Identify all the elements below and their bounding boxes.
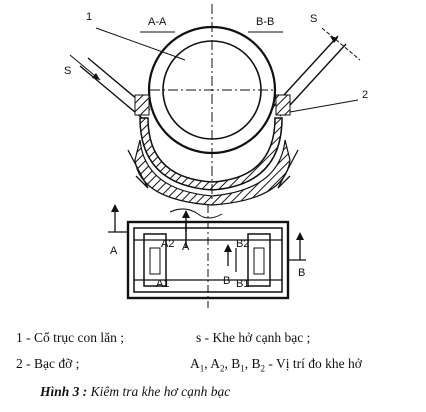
shell-end-left [134, 94, 150, 116]
caption-label: Hình 3 : [40, 384, 88, 399]
legend-sub-4: 2 [260, 363, 266, 374]
gap-label-left: S [64, 65, 71, 77]
arrowhead-a-left [111, 204, 119, 212]
break-mark [169, 208, 223, 219]
figure-caption: Hình 3 : Kiêm tra khe hơ cạnh bạc [40, 384, 230, 400]
left-insert-core [149, 247, 161, 275]
position-b2: B2 [236, 238, 249, 250]
arrowhead-b-mid [224, 244, 232, 252]
arrowhead-a-mid [182, 210, 190, 218]
legend-item-s: s - Khe hở cạnh bạc ; [196, 330, 311, 345]
caption-text: Kiêm tra khe hơ cạnh bạc [90, 384, 231, 399]
s-arrowhead-right [330, 36, 338, 43]
section-label-bb: B-B [256, 16, 274, 28]
s-arrow-right [321, 27, 361, 61]
legend-sub-2: 2 [220, 363, 225, 374]
housing-hatched [134, 139, 291, 206]
callout-2: 2 [362, 89, 368, 101]
arrow-label-b-left: B [223, 275, 230, 287]
plan-view: A A B B A2 A1 B2 B1 [108, 204, 306, 308]
gap-label-right: S [310, 13, 317, 25]
left-insert [143, 233, 167, 287]
position-a1: A1 [156, 278, 169, 290]
bearing-shell-hatched [139, 117, 283, 191]
arrow-label-b-right: B [298, 267, 305, 279]
legend-item-1: 1 - Cổ trục con lăn ; [16, 330, 124, 345]
section-label-aa: A-A [148, 16, 167, 28]
legend-positions-text: - Vị trí đo khe hở [268, 356, 362, 371]
legend-item-positions: A1, A2, B1, B2 - Vị trí đo khe hở [190, 356, 362, 374]
cross-section-view: 1 2 A-A B-B S S [64, 4, 368, 206]
callout-1: 1 [86, 11, 92, 23]
legend-item-2: 2 - Bạc đỡ ; [16, 356, 80, 371]
legend-sub-3: 1 [240, 363, 245, 374]
legend-positions-prefix: A [190, 356, 200, 371]
right-insert [247, 233, 271, 287]
leader-1 [95, 27, 186, 61]
position-a2: A2 [161, 238, 174, 250]
right-gauge-strip-2 [279, 43, 347, 117]
housing-break-right [277, 149, 299, 189]
s-arrowhead-left [92, 73, 100, 80]
housing-break-left [127, 149, 149, 189]
arrow-label-a-left: A [110, 245, 118, 257]
legend-sub-1: 1 [199, 363, 205, 374]
position-b1: B1 [236, 278, 249, 290]
arrowhead-b-right [296, 232, 304, 240]
shell-end-right [275, 94, 291, 116]
right-insert-core [253, 247, 265, 275]
arrow-label-a-right: A [182, 241, 190, 253]
left-gauge-strip-2 [79, 65, 143, 119]
leader-2 [289, 99, 359, 113]
